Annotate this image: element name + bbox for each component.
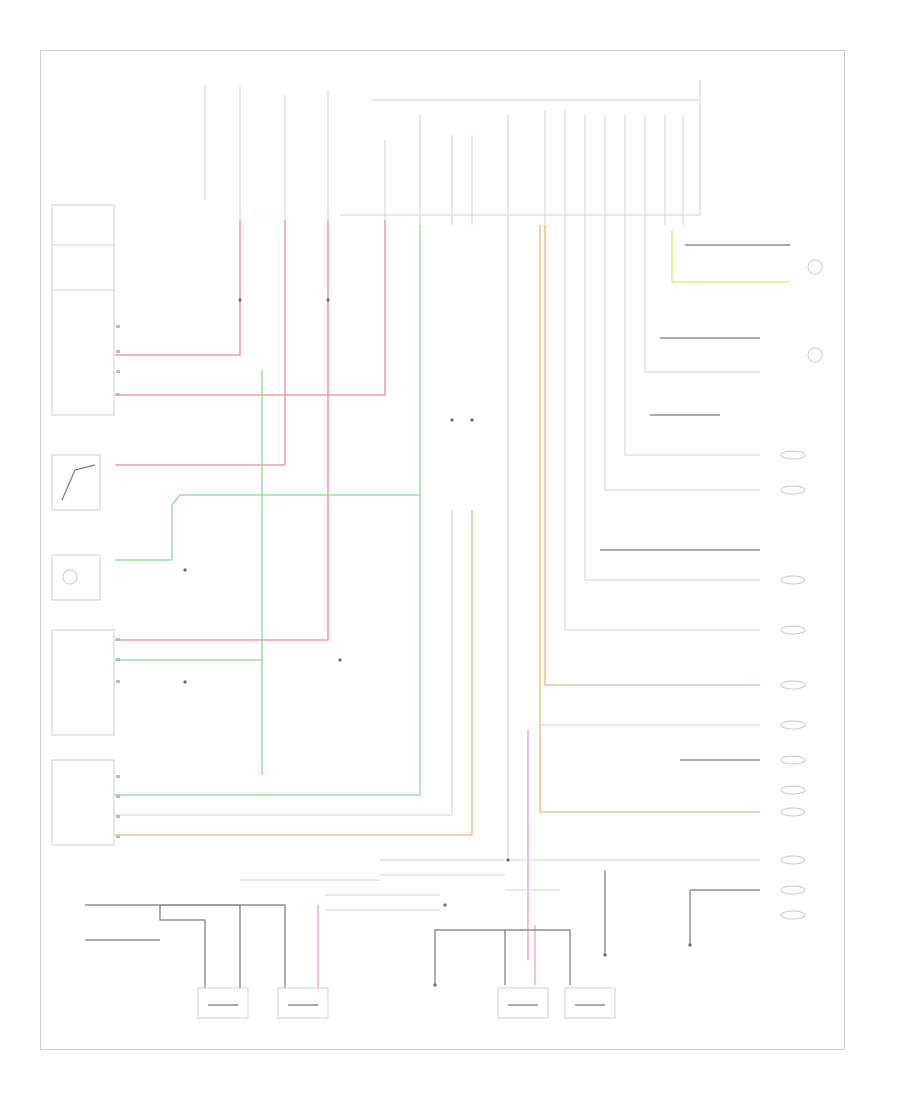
- pin-marks: [116, 325, 120, 838]
- right-rear-tail-lamp: [277, 987, 329, 1019]
- lamp-5: [780, 575, 806, 585]
- lamp-11: [780, 807, 806, 817]
- fuse-block: [204, 80, 701, 220]
- right-lamps: [780, 259, 823, 920]
- lamp-1: [807, 259, 823, 275]
- junction-dots: [183, 298, 692, 987]
- lamp-9: [780, 755, 806, 765]
- left-rear-tail-lamp: [197, 987, 249, 1019]
- lamp-14: [780, 910, 806, 920]
- top-bus-drops: [384, 110, 684, 225]
- lamp-13: [780, 885, 806, 895]
- yellow-wire: [671, 230, 790, 283]
- diagram-frame: [40, 50, 845, 1050]
- lamp-module: [51, 629, 115, 736]
- lamp-8: [780, 720, 806, 730]
- bottom-wiring: [85, 859, 606, 990]
- lamp-4: [780, 485, 806, 495]
- cluster-module: [51, 759, 115, 846]
- lamp-3: [780, 450, 806, 460]
- lamp-10: [780, 785, 806, 795]
- green-wires: [115, 225, 421, 796]
- lamp-7: [780, 680, 806, 690]
- gray-right-wires: [115, 225, 790, 945]
- left-license-lamp: [564, 987, 616, 1019]
- high-mount-stop-lamp: [51, 554, 101, 601]
- lamp-6: [780, 625, 806, 635]
- red-wires: [115, 220, 386, 641]
- lamp-12: [780, 855, 806, 865]
- bottom-lamps: [197, 987, 616, 1019]
- right-license-lamp: [497, 987, 549, 1019]
- lamp-2: [807, 347, 823, 363]
- pink-wires: [317, 730, 536, 990]
- headlamp-switch-module: [51, 204, 115, 416]
- orange-wires: [115, 225, 760, 836]
- stop-lamp-switch: [51, 454, 101, 511]
